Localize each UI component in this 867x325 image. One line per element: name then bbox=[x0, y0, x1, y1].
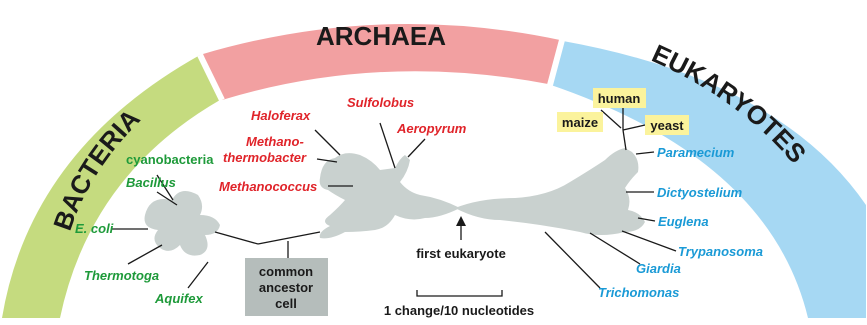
first-eukaryote-arrowhead bbox=[456, 216, 466, 226]
common-ancestor: common ancestor cell bbox=[245, 258, 328, 316]
eukaryote-clade bbox=[455, 148, 645, 235]
species-human: human bbox=[598, 91, 641, 106]
species-methano-line2: thermobacter bbox=[223, 150, 307, 165]
scale-bar-label: 1 change/10 nucleotides bbox=[384, 303, 534, 318]
bacteria-clade bbox=[145, 191, 220, 256]
first-eukaryote-label: first eukaryote bbox=[416, 246, 506, 261]
species-trypanosoma: Trypanosoma bbox=[678, 244, 763, 259]
species-cyanobacteria: cyanobacteria bbox=[126, 152, 214, 167]
species-bacillus: Bacillus bbox=[126, 175, 176, 190]
species-paramecium: Paramecium bbox=[657, 145, 735, 160]
archaea-clade bbox=[320, 153, 460, 238]
species-methano-line1: Methano- bbox=[246, 134, 304, 149]
species-methanococcus: Methanococcus bbox=[219, 179, 317, 194]
ancestor-line1: common bbox=[259, 264, 313, 279]
archaea-label: ARCHAEA bbox=[316, 21, 446, 51]
species-haloferax: Haloferax bbox=[251, 108, 311, 123]
ancestor-line2: ancestor bbox=[259, 280, 313, 295]
species-aeropyrum: Aeropyrum bbox=[396, 121, 467, 136]
species-dictyostelium: Dictyostelium bbox=[657, 185, 743, 200]
species-sulfolobus: Sulfolobus bbox=[347, 95, 414, 110]
species-giardia: Giardia bbox=[636, 261, 681, 276]
species-ecoli: E. coli bbox=[75, 221, 114, 236]
species-maize: maize bbox=[562, 115, 598, 130]
species-thermotoga: Thermotoga bbox=[84, 268, 159, 283]
species-euglena: Euglena bbox=[658, 214, 709, 229]
species-trichomonas: Trichomonas bbox=[598, 285, 679, 300]
phylogenetic-tree bbox=[145, 148, 645, 256]
ancestor-line3: cell bbox=[275, 296, 297, 311]
species-aquifex: Aquifex bbox=[154, 291, 203, 306]
species-yeast: yeast bbox=[650, 118, 684, 133]
